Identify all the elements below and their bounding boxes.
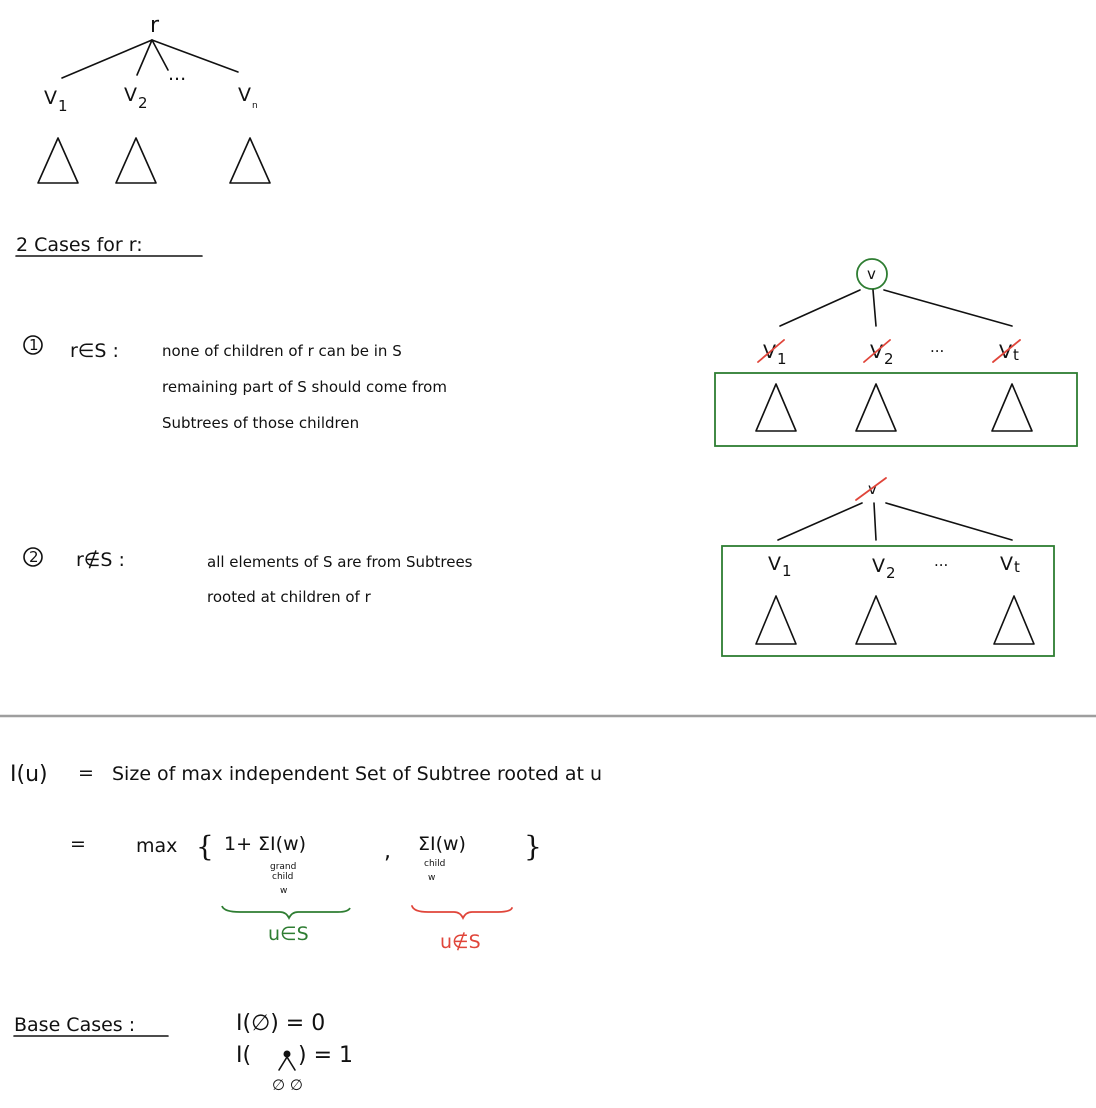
case1-tree: v V 1 V 2 ... V t: [714, 258, 1078, 447]
recurrence-red-label: u∉S: [440, 931, 481, 953]
top-tree-subtree-v2: [115, 137, 157, 184]
case1-tree-subtree-2: [855, 383, 897, 432]
case2-tree-subtree-t: [993, 595, 1035, 645]
base-cases-heading: Base Cases :: [14, 1014, 135, 1036]
case2-tree-child-1: V: [768, 553, 781, 575]
top-tree-edge-mid: [151, 39, 169, 71]
top-tree-subtree-vn: [229, 137, 271, 184]
base-cases: Base Cases : I(∅) = 0 I( ∅ ∅ ) = 1: [13, 1011, 353, 1094]
case2-tree-box: [721, 545, 1055, 657]
definition-eq: =: [78, 762, 94, 784]
case1-tree-root-circle: [856, 258, 888, 290]
case1-tree-edge-2: [872, 289, 877, 327]
case1: 1 r∈S : none of children of r can be in …: [23, 335, 447, 432]
case1-number: 1: [29, 336, 39, 354]
case1-tree-subtrees-box: [714, 372, 1078, 447]
recurrence-term2-under1: child: [424, 859, 445, 869]
recurrence-eq: =: [70, 833, 86, 855]
definition-lhs: I(u): [10, 762, 48, 787]
case2-tree-subtree-1: [755, 595, 797, 645]
top-tree-v2-label: V: [124, 84, 137, 106]
case1-tree-root-label: v: [867, 265, 876, 283]
case2-line2: rooted at children of r: [207, 588, 372, 606]
case2-number: 2: [29, 548, 39, 566]
recurrence-comma: ,: [384, 839, 391, 864]
case1-tree-child-1-sub: 1: [777, 350, 787, 368]
case1-tree-ellipsis: ...: [930, 338, 944, 356]
case1-line1: none of children of r can be in S: [162, 342, 402, 360]
recurrence-term1-under1: grand: [270, 862, 296, 872]
definition-text: Size of max independent Set of Subtree r…: [112, 763, 602, 785]
recurrence-term1-under3: w: [280, 886, 287, 896]
cases-heading: 2 Cases for r:: [16, 234, 143, 256]
top-tree: r ... V 1 V 2 V n: [37, 13, 271, 184]
case2-tree: v V 1 V 2 ... V t: [721, 477, 1055, 657]
recurrence-max: max: [136, 835, 177, 857]
recurrence-green-label: u∈S: [268, 923, 309, 945]
case2-tree-child-1-sub: 1: [782, 562, 792, 580]
base-case-2-lhs: I(: [236, 1043, 251, 1068]
case2-condition: r∉S :: [76, 549, 125, 571]
top-tree-v1-sub: 1: [58, 97, 68, 115]
case1-line2: remaining part of S should come from: [162, 378, 447, 396]
case2-tree-child-t-sub: t: [1014, 558, 1020, 576]
case1-number-circle: [23, 335, 43, 355]
case1-tree-edge-t: [883, 289, 1013, 327]
case1-tree-edge-1: [779, 289, 861, 327]
base-case-2-edge-left: [278, 1056, 288, 1071]
case2-tree-edge-t: [885, 502, 1013, 541]
top-tree-edge-v1: [61, 39, 153, 79]
recurrence-term2-under2: w: [428, 873, 435, 883]
top-tree-vn-sub: n: [252, 101, 258, 111]
case1-tree-child-2-sub: 2: [884, 350, 894, 368]
base-case-2-node: [283, 1050, 291, 1058]
case1-condition: r∈S :: [70, 340, 119, 362]
top-tree-edge-vn: [151, 39, 239, 73]
case1-tree-subtree-t: [991, 383, 1033, 432]
base-case-2-rhs: ) = 1: [298, 1043, 353, 1068]
top-tree-v1-label: V: [44, 87, 57, 109]
top-tree-ellipsis: ...: [168, 63, 186, 85]
top-tree-vn-label: V: [238, 84, 251, 106]
recurrence-open-brace: {: [196, 830, 214, 863]
case2-tree-root-cross: [855, 477, 887, 501]
case2: 2 r∉S : all elements of S are from Subtr…: [23, 547, 473, 606]
case2-tree-subtree-2: [855, 595, 897, 645]
recurrence-red-underbrace: [411, 905, 513, 921]
base-case-2-leaves: ∅ ∅: [272, 1076, 303, 1094]
case2-tree-child-2-sub: 2: [886, 564, 896, 582]
recurrence-green-underbrace: [221, 905, 351, 921]
case2-tree-ellipsis: ...: [934, 552, 948, 570]
top-tree-subtree-v1: [37, 137, 79, 184]
top-tree-v2-sub: 2: [138, 94, 148, 112]
recurrence-term1-under2: child: [272, 872, 293, 882]
base-case-2-edge-right: [286, 1056, 296, 1071]
case2-tree-edge-1: [777, 502, 863, 541]
case1-tree-cross-t: [992, 339, 1021, 363]
case2-tree-edge-2: [873, 502, 877, 541]
recurrence-term2: ΣI(w): [418, 833, 466, 855]
case1-tree-child-t-sub: t: [1013, 346, 1019, 364]
definition: I(u) = Size of max independent Set of Su…: [10, 762, 602, 787]
case2-tree-child-t: V: [1000, 553, 1013, 575]
top-tree-root-label: r: [150, 13, 160, 38]
case1-tree-cross-2: [863, 339, 891, 363]
case2-line1: all elements of S are from Subtrees: [207, 553, 473, 571]
case2-tree-child-2: V: [872, 555, 885, 577]
case2-number-circle: [23, 547, 43, 567]
case1-tree-cross-1: [757, 339, 785, 363]
base-case-1: I(∅) = 0: [236, 1011, 325, 1036]
recurrence-term1: 1+ ΣI(w): [224, 833, 306, 855]
recurrence: = max { 1+ ΣI(w) grand child w , ΣI(w) c…: [70, 830, 542, 953]
recurrence-close-brace: }: [524, 830, 542, 863]
top-tree-edge-v2: [136, 39, 153, 76]
case1-tree-subtree-1: [755, 383, 797, 432]
case1-line3: Subtrees of those children: [162, 414, 359, 432]
